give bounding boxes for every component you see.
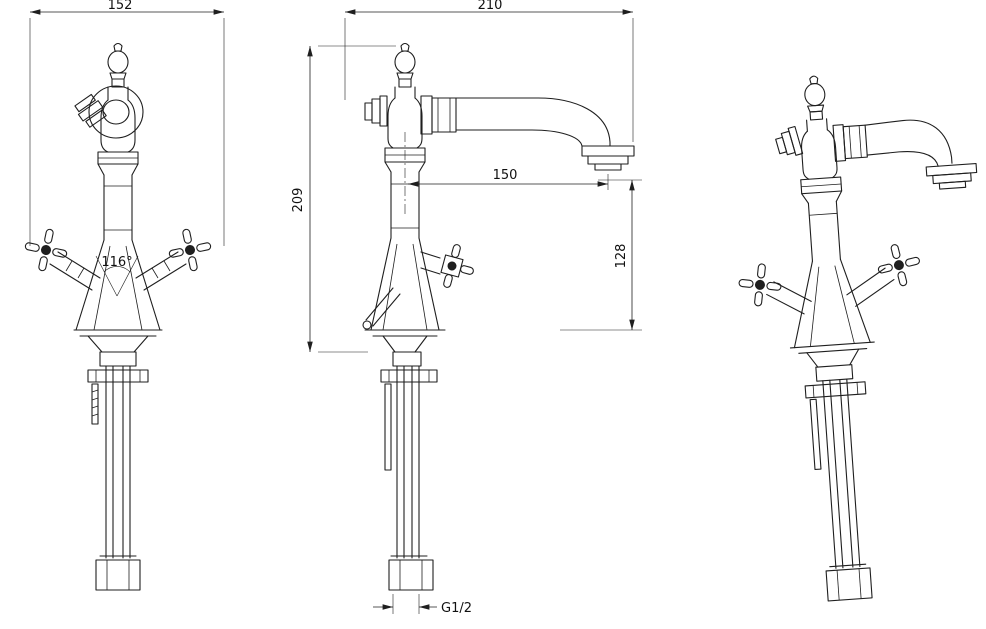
body-perspective <box>793 118 871 349</box>
finial-side <box>394 42 416 88</box>
dim-side-overall-length: 210 <box>344 0 634 142</box>
base-and-shank-perspective <box>789 341 875 602</box>
finial-perspective <box>804 75 826 121</box>
front-view: 152 <box>24 0 225 591</box>
dim-152-label: 152 <box>108 0 133 13</box>
dim-150-label: 150 <box>493 168 518 183</box>
right-handle-front <box>135 228 212 291</box>
dim-connection-thread: G1/2 <box>373 594 472 616</box>
angle-annotation: 116° <box>95 255 139 297</box>
cross-handle-left-perspective <box>738 263 782 307</box>
base-and-shank-side <box>364 329 446 591</box>
dim-209-label: 209 <box>291 188 306 213</box>
dim-spout-reach: 150 <box>408 168 609 190</box>
spout-side <box>420 95 635 171</box>
finial-front <box>107 42 129 88</box>
spout-nozzle-perspective <box>775 125 804 156</box>
cross-handle-side <box>440 244 474 288</box>
cross-handle-right <box>168 228 212 272</box>
spout-loop-front <box>74 85 144 139</box>
left-handle-front <box>24 228 101 291</box>
dim-spout-height: 128 <box>560 179 642 331</box>
cross-handle-left <box>24 228 68 272</box>
spout-nozzle-side <box>364 95 388 127</box>
spout-nozzle-front <box>74 93 107 128</box>
right-handle-perspective <box>846 244 920 307</box>
body-side <box>370 86 440 331</box>
body-front <box>75 86 161 331</box>
dim-side-overall-height: 209 <box>291 45 396 353</box>
left-handle-perspective <box>738 263 812 315</box>
dim-g12-label: G1/2 <box>441 601 472 616</box>
spout-perspective <box>832 119 978 190</box>
side-view: 210 209 <box>291 0 642 616</box>
dim-front-overall-width: 152 <box>29 0 225 246</box>
base-and-shank-front <box>73 329 163 591</box>
dim-210-label: 210 <box>478 0 503 13</box>
cross-handle-right-perspective <box>877 244 920 287</box>
dim-116deg-label: 116° <box>101 255 132 270</box>
dim-128-label: 128 <box>614 244 629 269</box>
handle-side <box>362 244 474 330</box>
perspective-view <box>738 75 978 602</box>
